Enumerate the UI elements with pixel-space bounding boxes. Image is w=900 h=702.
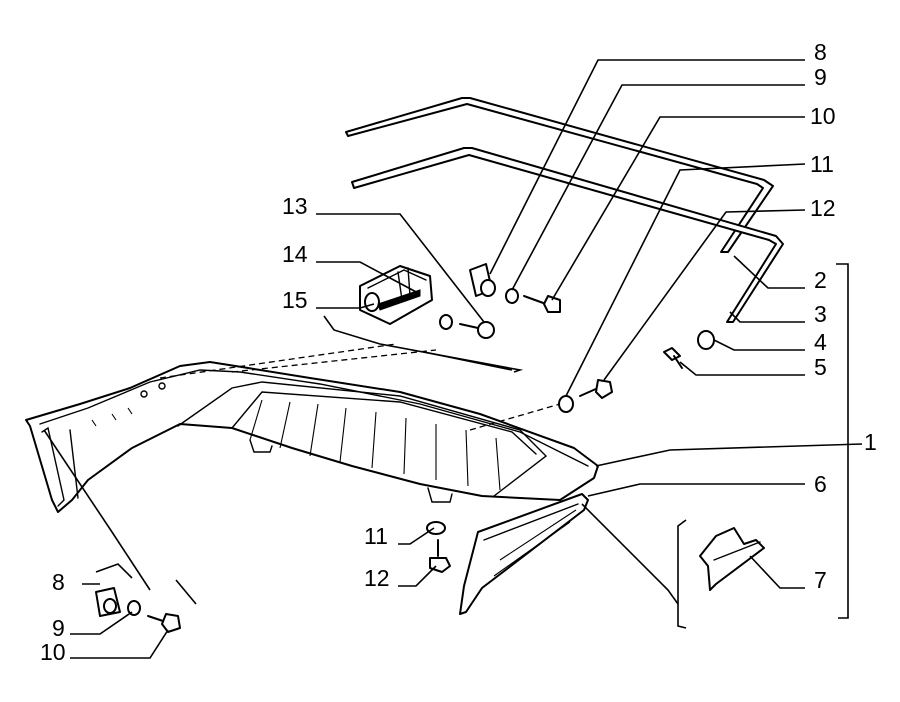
washer-9 [505, 288, 519, 304]
screw-13 [459, 321, 495, 339]
callout-11-lower: 11 [364, 523, 388, 549]
trim-insert [699, 527, 765, 591]
callout-2: 2 [814, 267, 827, 293]
washer-9-lower [127, 600, 141, 616]
trim-strip-lower [351, 147, 784, 323]
callout-6: 6 [814, 471, 827, 497]
callout-8-lower: 8 [52, 569, 65, 595]
bracket-8-lower [95, 587, 121, 617]
pin-5 [663, 347, 683, 369]
bracket-8 [469, 263, 496, 297]
callout-10-lower: 10 [40, 639, 66, 665]
assembly-bracket-lines [95, 263, 849, 629]
callout-11: 11 [810, 151, 834, 177]
bolt-10 [523, 295, 561, 313]
alignment-lines [159, 343, 561, 431]
trim-strip-upper [345, 97, 774, 253]
washer-11 [558, 395, 574, 413]
washer-15 [439, 314, 453, 330]
bracket-14 [359, 265, 433, 325]
callout-13: 13 [282, 193, 308, 219]
callout-labels: 8 9 10 11 12 2 3 4 5 1 6 7 13 14 15 11 1… [40, 39, 877, 665]
bolt-12-lower [429, 539, 451, 573]
callout-1: 1 [864, 429, 877, 455]
callout-15: 15 [282, 287, 308, 313]
callout-8: 8 [814, 39, 827, 65]
bumper-body [25, 361, 599, 513]
callout-9: 9 [814, 64, 827, 90]
bolt-10-lower [147, 613, 181, 633]
callout-9-lower: 9 [52, 615, 65, 641]
callout-4: 4 [814, 329, 827, 355]
callout-7: 7 [814, 567, 827, 593]
leader-lines [43, 59, 863, 659]
bolt-12 [579, 379, 613, 399]
callout-3: 3 [814, 301, 827, 327]
side-trim-strip [459, 493, 589, 615]
callout-5: 5 [814, 354, 827, 380]
callout-12-lower: 12 [364, 565, 390, 591]
callout-14: 14 [282, 241, 308, 267]
callout-10: 10 [810, 103, 836, 129]
nut-11-lower [426, 521, 446, 535]
clip-4 [697, 330, 715, 350]
callout-12: 12 [810, 195, 836, 221]
